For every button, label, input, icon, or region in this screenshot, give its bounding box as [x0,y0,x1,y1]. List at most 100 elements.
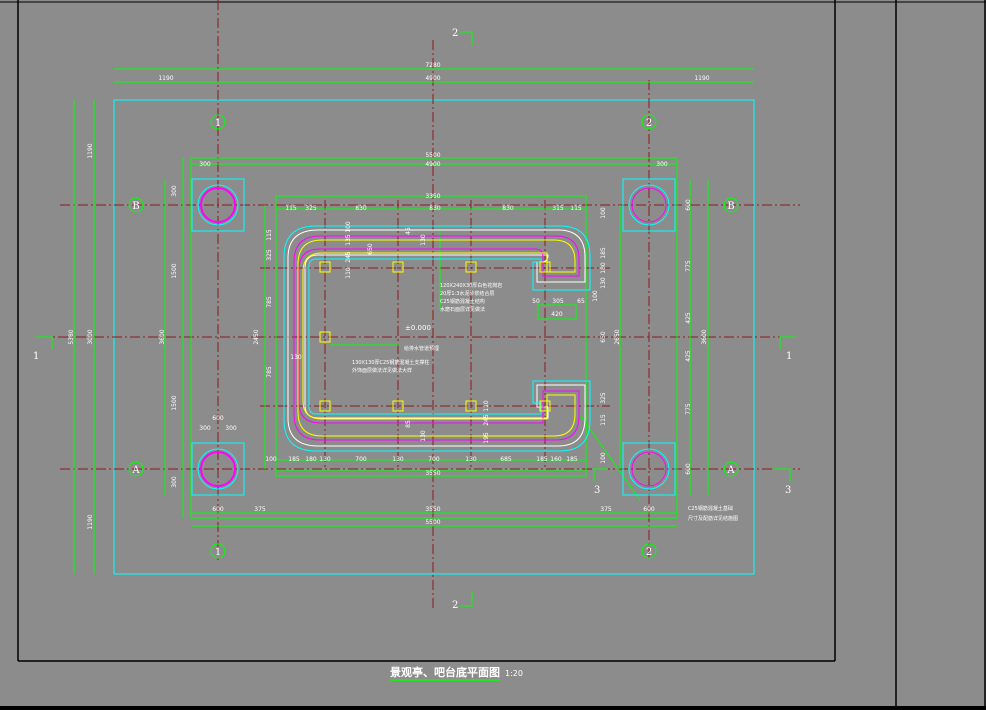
section-3-left [593,468,608,482]
svg-text:A: A [131,465,140,476]
dim-seg-180a: 180 [305,456,317,463]
axis-bubble-2-top: 2 [641,114,657,130]
section-1-right [779,336,796,350]
dim-100-left-a: 100 [345,221,352,233]
axis-bubble-b-left: B [128,197,144,213]
dim-195-right: 195 [483,432,490,444]
note-paving-2: 20厚1:3水泥砂浆结合层 [440,290,494,297]
dim-375-bottom-a: 375 [254,506,266,513]
svg-text:2: 2 [646,118,652,129]
note-foundation-2: 尺寸及配筋详见结施图 [688,515,738,522]
svg-text:1: 1 [215,118,221,129]
drawing-title: 景观亭、吧台底平面图 [389,665,500,679]
post-6 [319,400,331,412]
axis-bubble-1-bottom: 1 [210,543,226,559]
note-support-2: 外饰面层做法详见做法大样 [352,367,412,374]
counter-outline-cyan [283,225,591,452]
dim-115-a: 115 [285,205,297,212]
dim-300-left-b: 300 [171,476,178,488]
section-labels: 2 2 1 1 3 3 [33,28,792,611]
dims-left: 5380 1190 3000 1190 1500 1500 3600 300 3… [68,143,427,529]
dim-2450: 2450 [253,329,260,344]
dim-1190-left-top: 1190 [87,143,94,158]
dim-600-right-b: 600 [685,463,692,475]
dim-box-420 [537,304,577,320]
dim-seg-700b: 700 [428,456,440,463]
dim-3600-right: 3600 [701,329,708,344]
note-foundation-1: C25钢筋混凝土基础 [688,505,733,512]
note-paving-4: 水磨石面层详见做法 [440,306,485,313]
dim-600-a1: 600 [212,415,224,422]
dims-top: 7280 1190 4900 1190 5500 4900 300 300 33… [158,62,709,212]
dim-650-right: 650 [600,331,607,343]
footing-a2 [622,442,676,496]
drawing-title-block: 景观亭、吧台底平面图 1:20 [389,665,523,681]
dim-5500-bottom: 5500 [425,519,440,526]
note-paving-3: C25钢筋混凝土结构 [440,298,485,305]
dim-100-a1: 100 [265,456,277,463]
post-8 [465,400,477,412]
post-3 [465,261,477,273]
post-5 [319,331,331,343]
dim-300-top-left: 300 [199,161,211,168]
dim-650-left: 650 [367,243,374,255]
dim-115-left: 115 [266,229,273,241]
note-pipe: 给排水管道预埋 [404,345,439,352]
axis-bubbles: 1 2 1 2 B B A A [128,114,739,559]
dim-830-a: 830 [355,205,367,212]
dim-4900-inner: 4900 [425,161,440,168]
dim-325-right: 325 [600,392,607,404]
dim-425-right-b: 425 [685,350,692,362]
post-7 [392,400,404,412]
frame-5500 [190,157,678,519]
dim-3550-upper: 3550 [425,470,440,477]
section-2-bottom [460,592,473,607]
footing-b2 [622,178,676,232]
dim-600-bottom-a: 600 [212,506,224,513]
dim-305: 305 [552,298,564,305]
note-paving-1: 120X240X30厚白色花岗岩 [440,282,502,289]
counter-outline-magenta [293,235,580,441]
svg-text:A: A [726,465,735,476]
axis-bubble-2-bottom: 2 [641,543,657,559]
dims-bottom: 185 180 130 700 130 700 130 685 185 160 … [199,415,655,526]
axis-bubble-b-right: B [723,197,739,213]
note-support-1: 130X130厚C25钢筋混凝土支撑柱 [352,359,429,366]
dim-1190-left: 1190 [158,75,173,82]
dim-775-right-b: 775 [685,403,692,415]
svg-text:B: B [132,201,139,212]
dim-300-a1-left: 300 [199,425,211,432]
counter-outline-yellow [297,239,576,437]
svg-text:B: B [727,201,734,212]
axis-bubble-a-left: A [128,461,144,477]
dim-5380: 5380 [68,329,75,344]
dim-325-left: 325 [266,249,273,261]
frame-3350 [275,195,587,477]
section-2-top [460,31,473,46]
dim-785-b: 785 [266,366,273,378]
dim-seg-130c: 130 [465,456,477,463]
dim-600-right-a: 600 [685,199,692,211]
section-label-3-right: 3 [785,485,791,496]
dim-135-left: 135 [345,234,352,246]
dim-85-left: 85 [405,420,412,428]
section-label-2-bottom: 2 [452,600,458,611]
dim-300-a1-right: 300 [225,425,237,432]
dim-115-b: 115 [570,205,582,212]
post-4 [539,261,551,273]
dim-seg-130b: 130 [392,456,404,463]
dim-115-right: 115 [600,414,607,426]
dim-830-b: 830 [429,205,441,212]
dim-180-right: 180 [600,262,607,274]
dim-3600-left: 3600 [159,329,166,344]
dim-seg-185a: 185 [288,456,300,463]
dim-frame-lines [73,68,754,574]
dim-4900-top: 4900 [425,75,440,82]
dim-seg-160: 160 [550,456,562,463]
section-label-2-top: 2 [452,28,458,39]
dim-300-left-a: 300 [171,185,178,197]
section-3-right [774,468,791,482]
